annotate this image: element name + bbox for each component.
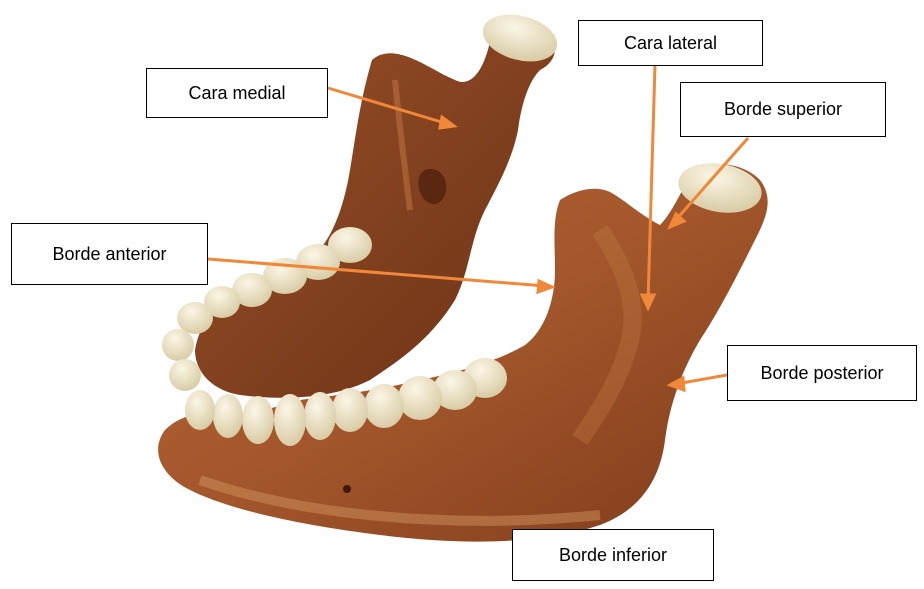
mental-foramen [343,485,351,493]
label-borde-superior: Borde superior [680,82,886,137]
label-borde-anterior: Borde anterior [11,223,208,285]
label-cara-medial: Cara medial [146,68,328,118]
label-borde-inferior: Borde inferior [512,529,714,581]
label-borde-posterior: Borde posterior [727,345,917,401]
label-cara-lateral: Cara lateral [578,20,763,66]
